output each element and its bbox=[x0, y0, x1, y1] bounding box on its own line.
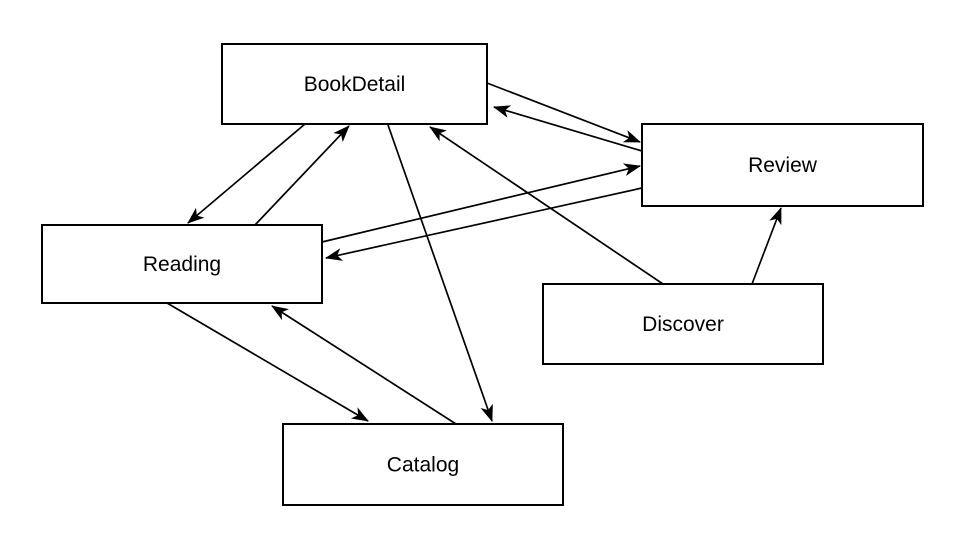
edge-reading-to-bookdetail bbox=[254, 125, 350, 226]
node-review-label: Review bbox=[748, 154, 818, 177]
edge-review-to-reading bbox=[325, 187, 643, 261]
edge-review-to-bookdetail bbox=[493, 105, 643, 152]
edge-reading-to-review bbox=[321, 163, 641, 243]
edge-reading-to-catalog bbox=[166, 302, 369, 422]
edge-bookdetail-to-reading bbox=[187, 123, 306, 224]
node-catalog: Catalog bbox=[282, 423, 564, 506]
node-bookdetail-box bbox=[221, 43, 488, 125]
node-bookdetail: BookDetail bbox=[221, 43, 488, 125]
edge-catalog-to-reading bbox=[271, 305, 457, 425]
node-bookdetail-label: BookDetail bbox=[304, 73, 406, 96]
edge-discover-to-review bbox=[751, 207, 782, 285]
node-review-box bbox=[641, 123, 924, 207]
edges-layer bbox=[166, 82, 782, 425]
node-review: Review bbox=[641, 123, 924, 207]
edge-bookdetail-to-review bbox=[486, 82, 641, 143]
node-discover-label: Discover bbox=[642, 313, 724, 336]
node-discover-box bbox=[542, 283, 824, 365]
edge-discover-to-bookdetail bbox=[429, 126, 664, 285]
node-discover: Discover bbox=[542, 283, 824, 365]
node-catalog-box bbox=[282, 423, 564, 506]
edge-bookdetail-to-catalog bbox=[387, 124, 493, 422]
node-reading-label: Reading bbox=[143, 253, 221, 276]
node-reading-box bbox=[41, 224, 323, 304]
node-catalog-label: Catalog bbox=[387, 454, 459, 477]
node-reading: Reading bbox=[41, 224, 323, 304]
